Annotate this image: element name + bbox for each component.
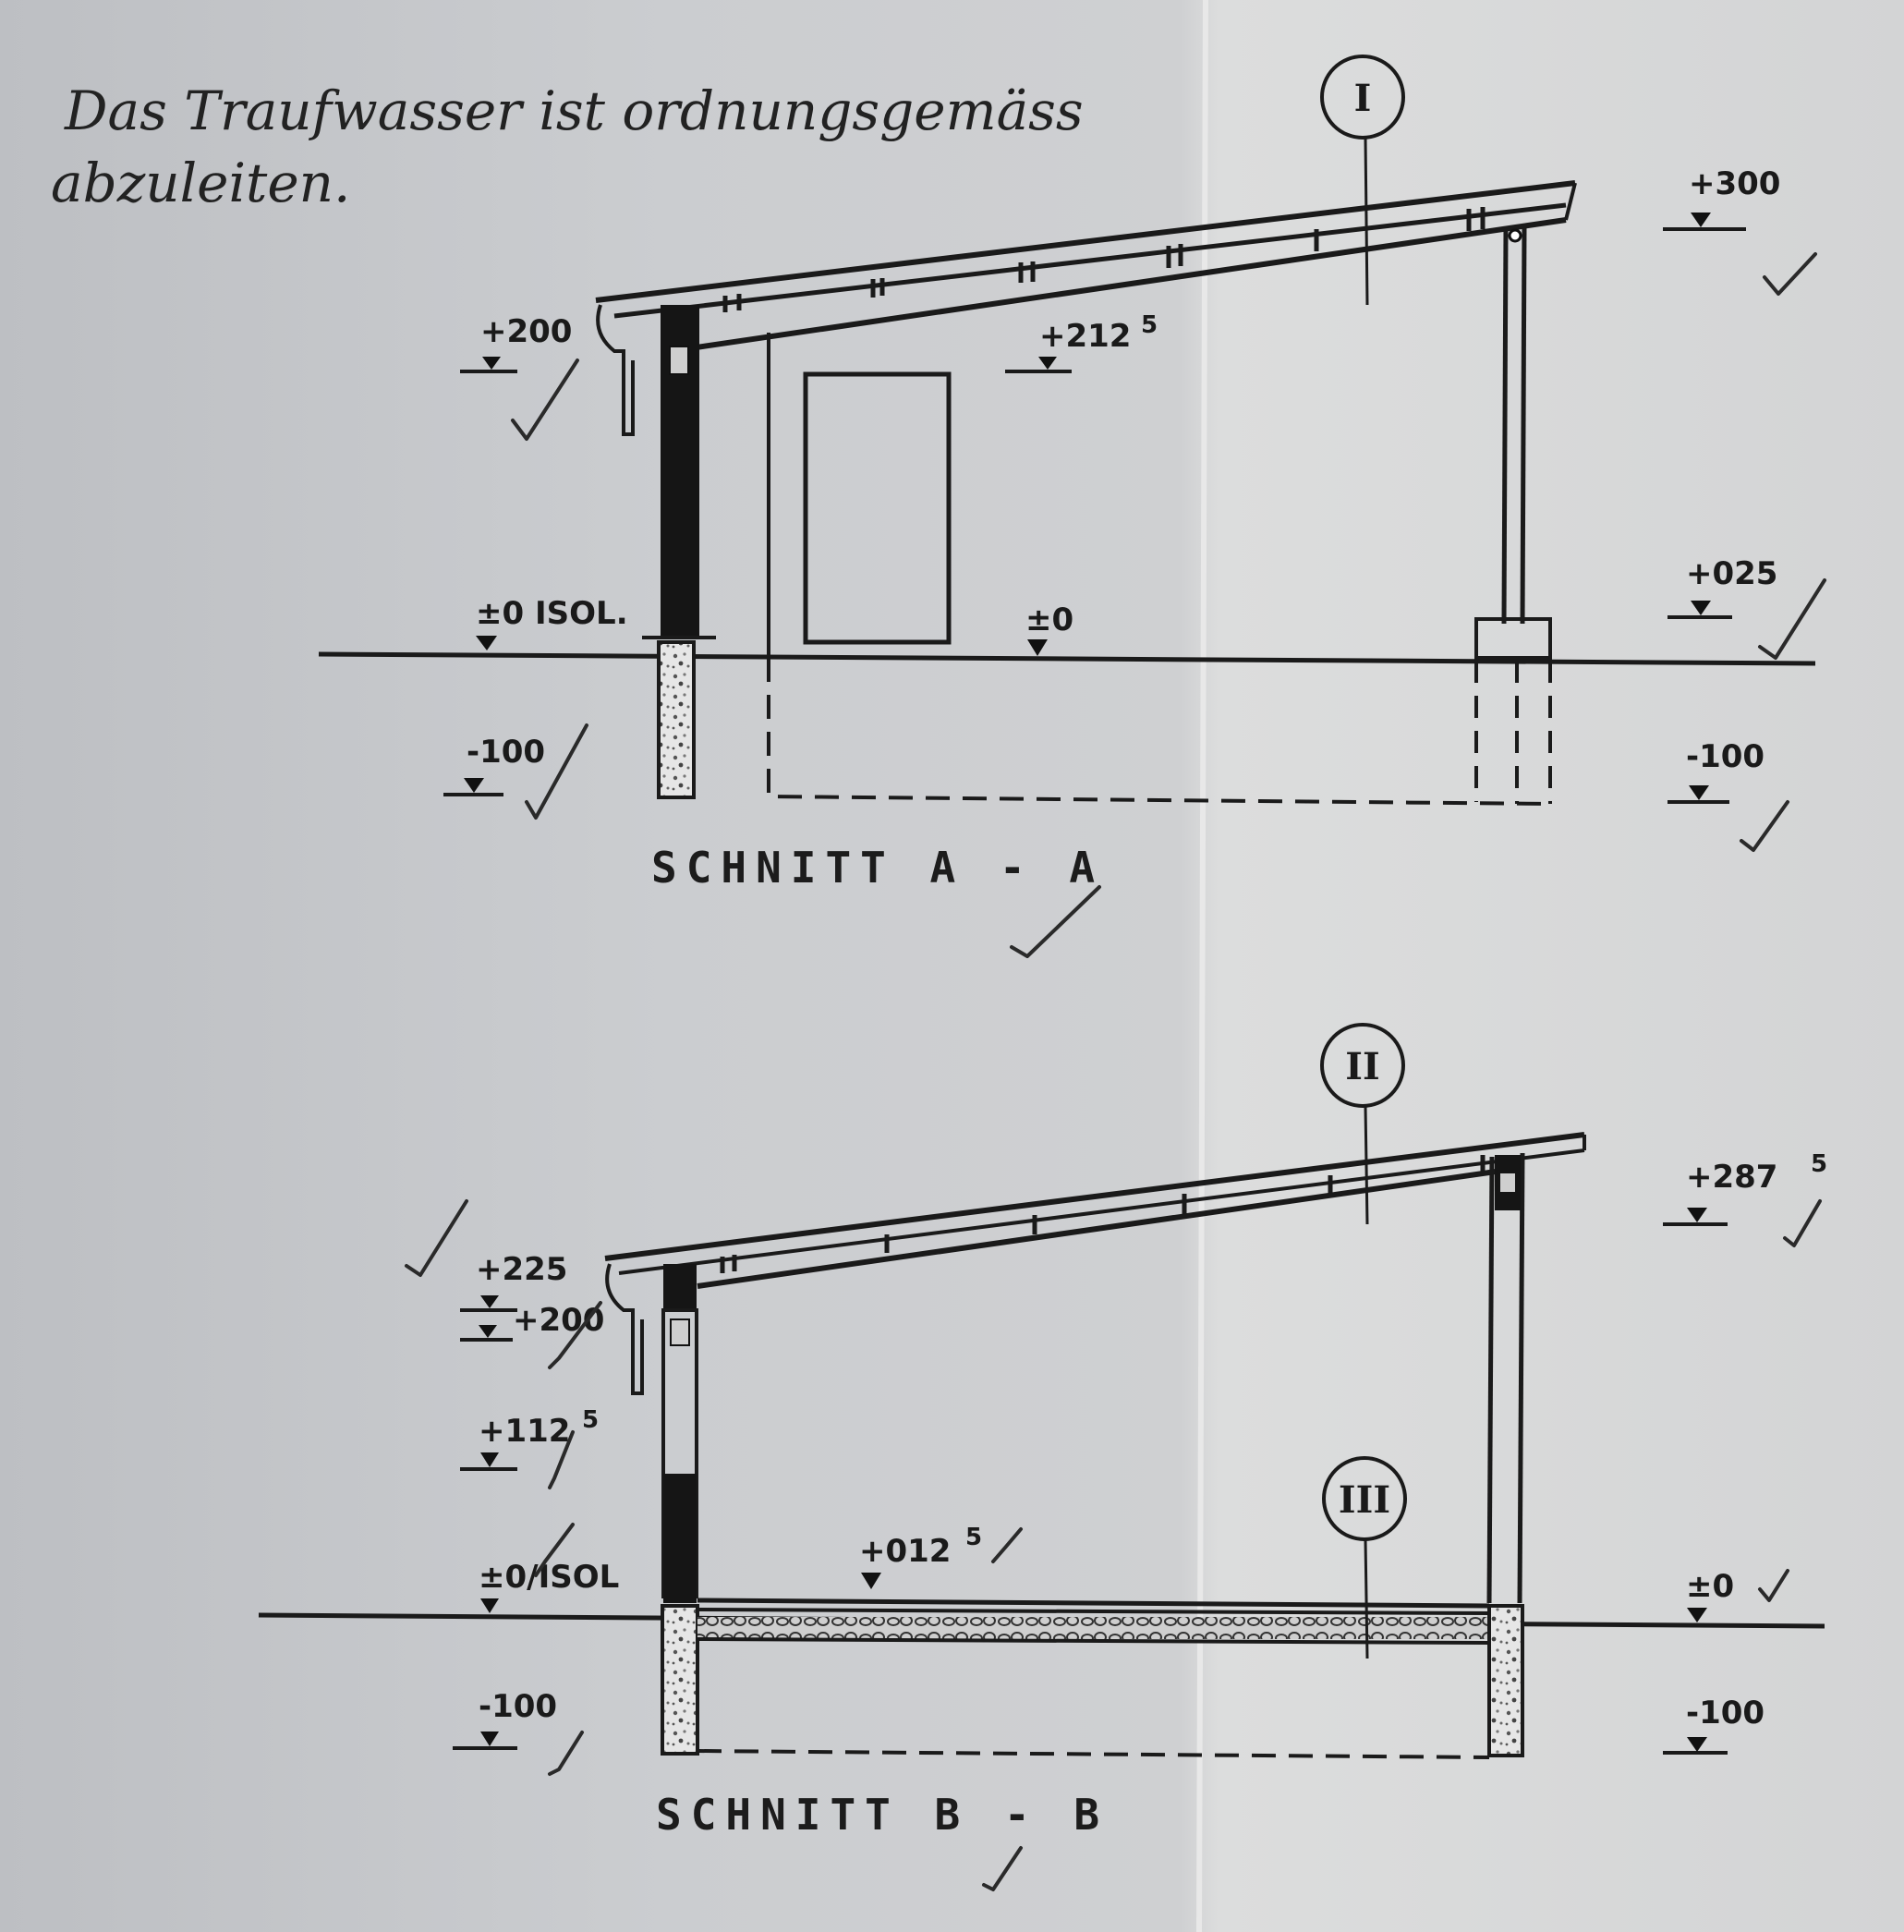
svg-text:+200: +200 [513, 1302, 604, 1339]
svg-text:-100: -100 [467, 734, 545, 771]
section-marker-iii [1322, 1456, 1407, 1541]
level-marker-top-right-a: +300 [1663, 165, 1780, 231]
level-marker-top-left-a: +200 [460, 313, 572, 373]
gutter-a [596, 304, 635, 436]
right-wall-top-inset-b [1500, 1173, 1515, 1192]
right-post-outer-a [1501, 228, 1509, 625]
section-marker-iii-line [1364, 1538, 1369, 1659]
right-wall-outer-b [1486, 1156, 1495, 1604]
section-a-a-drawing: I [318, 55, 1816, 806]
section-marker-ii-line [1364, 1105, 1369, 1225]
rafter-ticks-b [720, 1155, 1486, 1273]
svg-text:+012: +012 [859, 1533, 951, 1570]
svg-text:±0 ISOL.: ±0 ISOL. [476, 595, 628, 632]
svg-text:5: 5 [582, 1406, 599, 1434]
level-marker-ground-left-b: ±0/ISOL [479, 1559, 619, 1613]
left-wall-upper-b [663, 1264, 697, 1310]
roof-bottom-a [683, 217, 1567, 352]
roof-top-b [604, 1132, 1585, 1261]
level-marker-roof-a: +212 5 [1005, 311, 1158, 373]
svg-text:+200: +200 [480, 313, 572, 350]
gutter-b [605, 1263, 644, 1395]
right-foundation-b [1487, 1604, 1524, 1757]
level-marker-floor-b: +012 5 [859, 1524, 982, 1589]
handwritten-note-line-1: Das Traufwasser ist ordnungsgemäss [64, 79, 1084, 142]
svg-text:+025: +025 [1686, 555, 1777, 592]
door-a [803, 371, 952, 645]
svg-text:5: 5 [965, 1524, 982, 1551]
floor-stones-b [697, 1617, 1489, 1639]
svg-text:-100: -100 [479, 1688, 557, 1725]
section-b-b-drawing: II III [258, 1023, 1825, 1759]
section-marker-iii-label: III [1339, 1478, 1390, 1522]
section-marker-ii [1320, 1023, 1405, 1108]
floor-slab-mid-b [697, 1608, 1490, 1615]
svg-text:+212: +212 [1039, 318, 1131, 355]
section-b-b-title: SCHNITT B - B [656, 1790, 1109, 1840]
level-marker-ground-left-a: ±0 ISOL. [476, 595, 628, 650]
section-marker-i-label: I [1354, 77, 1372, 120]
svg-text:±0/ISOL: ±0/ISOL [479, 1559, 619, 1596]
section-a-a-check [1010, 885, 1101, 958]
section-marker-i-line [1364, 137, 1369, 306]
section-a-a-title: SCHNITT A - A [651, 843, 1104, 893]
svg-text:-100: -100 [1686, 738, 1765, 775]
level-marker-bottom-left-a: -100 [443, 734, 545, 796]
foundation-dashed-b [697, 1749, 1490, 1759]
level-marker-top-left-1-b: +225 [460, 1251, 567, 1312]
handwritten-note-line-2: abzuleiten. [51, 152, 350, 214]
level-markers-a: +200 +212 5 +300 +025 ±0 ISOL. [443, 165, 1826, 852]
post-bolt-a [1508, 228, 1522, 243]
level-markers-b: +225 +200 +112 5 ±0/ISOL +012 5 [405, 1150, 1827, 1776]
right-wall-inner-b [1517, 1152, 1525, 1604]
left-wall-lower-b [663, 1474, 697, 1603]
left-wall-block-a [669, 346, 689, 375]
floor-slab-bottom-b [697, 1637, 1490, 1645]
roof-bottom-b [697, 1166, 1516, 1289]
svg-text:+112: +112 [479, 1413, 570, 1450]
foundation-dashed-a [767, 658, 1548, 806]
floor-slab-top-b [697, 1598, 1490, 1609]
level-marker-bottom-left-b: -100 [453, 1688, 557, 1750]
right-post-inner-a [1520, 225, 1527, 625]
level-marker-bottom-right-a: -100 [1668, 738, 1765, 804]
svg-text:±0: ±0 [1686, 1568, 1734, 1605]
svg-text:+287: +287 [1686, 1159, 1777, 1196]
left-foundation-b [661, 1604, 699, 1756]
roof-mid-a [613, 202, 1567, 319]
left-wall-lintel-b [670, 1318, 690, 1346]
ground-line-a [318, 651, 1816, 666]
roof-top-a [595, 180, 1576, 303]
level-marker-top-right-b: +287 5 [1663, 1150, 1827, 1226]
svg-text:5: 5 [1811, 1150, 1827, 1178]
level-marker-right-mid-a: +025 [1668, 555, 1777, 619]
svg-text:5: 5 [1141, 311, 1158, 339]
section-marker-i [1320, 55, 1405, 140]
svg-text:±0: ±0 [1025, 601, 1073, 638]
svg-text:+300: +300 [1689, 165, 1780, 202]
section-marker-ii-label: II [1345, 1045, 1379, 1088]
level-marker-window-b: +112 5 [460, 1406, 599, 1471]
svg-text:-100: -100 [1686, 1695, 1765, 1732]
level-marker-bottom-right-b: -100 [1663, 1695, 1765, 1755]
left-foundation-a [657, 640, 696, 799]
paper-fold-line [1196, 0, 1208, 1932]
post-footing-dashed-a [1474, 661, 1552, 804]
section-b-b-check [982, 1846, 1023, 1891]
rafter-ticks-a [722, 207, 1486, 312]
level-marker-ground-right-b: ±0 [1686, 1568, 1734, 1622]
post-footing-a [1474, 617, 1552, 660]
svg-text:+225: +225 [476, 1251, 567, 1288]
roof-end-a [1564, 182, 1577, 221]
roof-mid-b [618, 1148, 1585, 1275]
level-marker-ground-mid-a: ±0 [1025, 601, 1073, 656]
